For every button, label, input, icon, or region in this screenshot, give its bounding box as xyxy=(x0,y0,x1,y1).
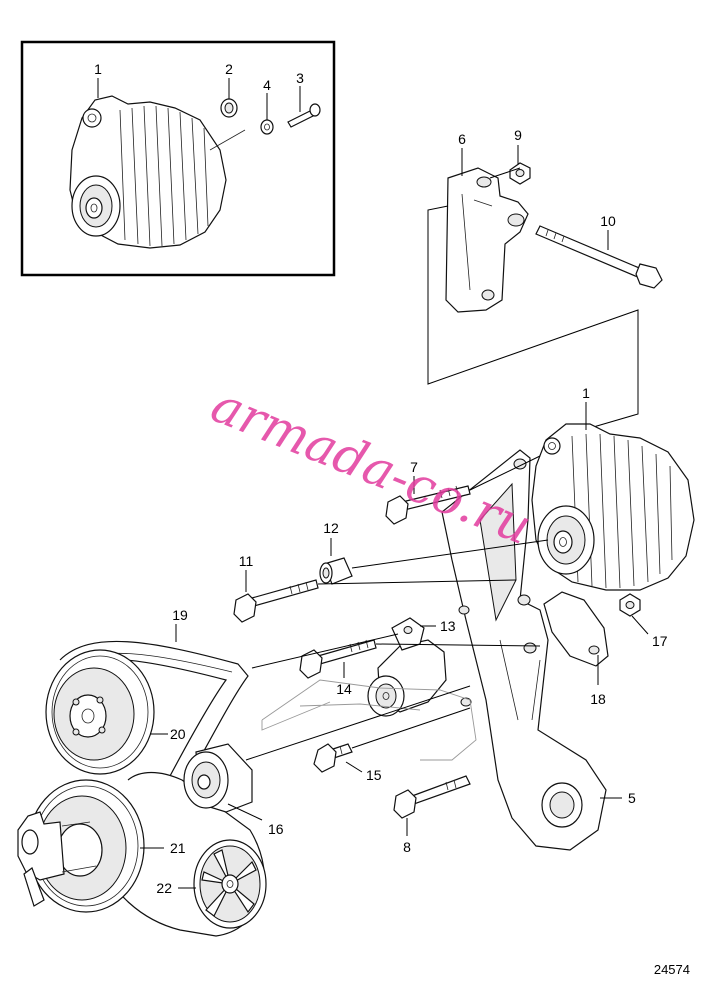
callout-20: 20 xyxy=(170,726,186,742)
alternator-part-1 xyxy=(531,423,695,591)
idler-pulley-part-16 xyxy=(183,743,253,813)
callout-1-inset: 1 xyxy=(94,61,102,77)
callout-10: 10 xyxy=(600,213,616,229)
inset-nut-part-2 xyxy=(220,98,238,118)
bolt-part-7 xyxy=(385,485,471,525)
callout-18: 18 xyxy=(590,691,606,707)
watermark-text: armada-co.ru xyxy=(204,375,540,556)
inset-screw-part-3 xyxy=(287,103,321,128)
callout-15: 15 xyxy=(366,767,382,783)
callout-6: 6 xyxy=(458,131,466,147)
callout-3: 3 xyxy=(296,70,304,86)
callout-2: 2 xyxy=(225,61,233,77)
bolt-part-15 xyxy=(313,743,353,773)
pulley-part-20 xyxy=(45,649,155,775)
callout-12: 12 xyxy=(323,520,339,536)
bolt-part-8 xyxy=(393,775,471,819)
bolt-part-11 xyxy=(233,579,319,623)
callout-1-main: 1 xyxy=(582,385,590,401)
callout-9: 9 xyxy=(514,127,522,143)
callout-13: 13 xyxy=(440,618,456,634)
callout-19: 19 xyxy=(172,607,188,623)
spacer-part-12 xyxy=(319,557,353,585)
nut-part-17 xyxy=(619,593,641,617)
mounting-bracket-part-5 xyxy=(441,449,607,851)
nut-part-9 xyxy=(509,162,531,185)
bolt-part-14 xyxy=(299,639,377,679)
callout-8: 8 xyxy=(403,839,411,855)
inset-washer-part-4 xyxy=(260,119,274,135)
callout-22: 22 xyxy=(156,880,172,896)
pulley-part-22 xyxy=(193,839,267,929)
tensioner-part-13 xyxy=(367,617,447,717)
callout-14: 14 xyxy=(336,681,352,697)
callout-7: 7 xyxy=(410,459,418,475)
inset-alternator-illustration xyxy=(69,95,246,249)
callout-16: 16 xyxy=(268,821,284,837)
callout-4: 4 xyxy=(263,77,271,93)
plate-part-18 xyxy=(543,591,609,667)
callout-5: 5 xyxy=(628,790,636,806)
bolt-part-10 xyxy=(535,225,663,289)
water-pump-housing xyxy=(17,811,97,907)
callout-21: 21 xyxy=(170,840,186,856)
diagram-reference-number: 24574 xyxy=(654,962,690,977)
callout-17: 17 xyxy=(652,633,668,649)
callout-11: 11 xyxy=(239,553,254,569)
bracket-part-6 xyxy=(445,167,529,313)
